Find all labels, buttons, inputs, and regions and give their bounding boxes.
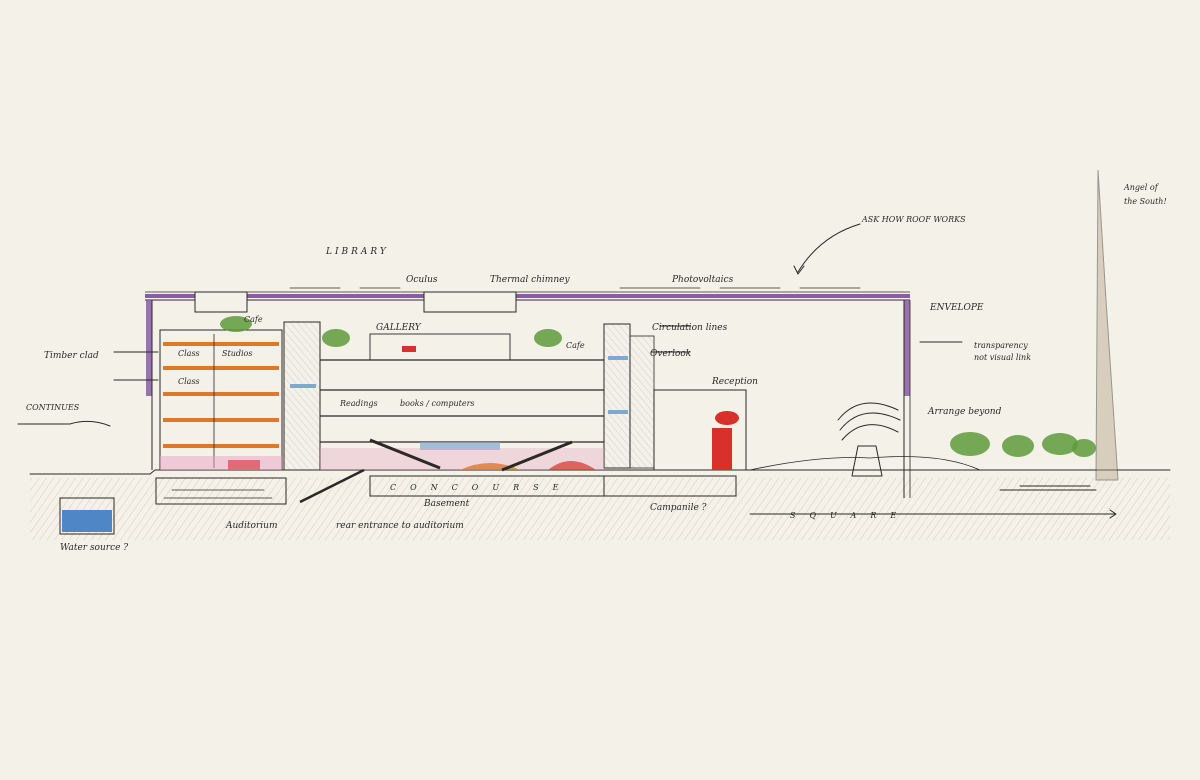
- label-auditorium: Auditorium: [225, 521, 277, 531]
- label-water-source: Water source ?: [60, 543, 128, 553]
- label-studios: Studios: [222, 349, 252, 358]
- left-block: [159, 329, 283, 471]
- label-readings: Readings: [339, 399, 378, 408]
- label-square: SQUARE: [790, 511, 910, 520]
- roof: [145, 287, 910, 313]
- envelope-walls: [146, 300, 911, 498]
- circulation-cores: [283, 321, 655, 471]
- reception-block: [653, 389, 747, 471]
- label-circulation: Circulation lines: [652, 323, 728, 333]
- label-continues: CONTINUES: [26, 403, 80, 412]
- label-campanile: Campanile ?: [650, 503, 707, 513]
- label-photovoltaics: Photovoltaics: [671, 275, 734, 285]
- label-thermal-chimney: Thermal chimney: [490, 275, 570, 285]
- label-ask-roof: ASK HOW ROOF WORKS: [861, 215, 966, 224]
- annotations: LIBRARY Oculus Thermal chimney Photovolt…: [26, 183, 1167, 553]
- label-overlook: Overlook: [650, 349, 691, 359]
- label-basement: Basement: [423, 499, 470, 509]
- label-transparency-2: not visual link: [974, 353, 1031, 362]
- label-class-1: Class: [178, 349, 200, 358]
- angel-of-the-south: [1095, 169, 1119, 481]
- label-library: LIBRARY: [325, 247, 389, 257]
- atrium-floors: [320, 333, 604, 470]
- label-oculus: Oculus: [406, 275, 438, 285]
- label-cafe-1: Cafe: [244, 315, 263, 324]
- label-class-2: Class: [178, 377, 200, 386]
- label-reception: Reception: [711, 377, 758, 387]
- basement: [155, 475, 737, 505]
- label-books: books / computers: [400, 399, 475, 408]
- label-rear-entrance: rear entrance to auditorium: [336, 521, 464, 531]
- label-angel-2: the South!: [1124, 197, 1167, 206]
- label-envelope: ENVELOPE: [929, 303, 984, 313]
- ground: [29, 456, 1171, 540]
- label-arrange-beyond: Arrange beyond: [927, 407, 1002, 417]
- label-transparency-1: transparency: [974, 341, 1028, 350]
- escalators: [299, 438, 573, 504]
- water-source-tank: [59, 497, 115, 535]
- annotation-arrows: [17, 223, 1117, 519]
- label-timber-clad: Timber clad: [44, 351, 99, 361]
- label-cafe-2: Cafe: [566, 341, 585, 350]
- trees: [220, 316, 1097, 491]
- sculpture: [837, 402, 901, 477]
- label-angel-1: Angel of: [1123, 183, 1160, 192]
- label-concourse: CONCOURSE: [390, 483, 572, 492]
- label-gallery: GALLERY: [376, 323, 422, 333]
